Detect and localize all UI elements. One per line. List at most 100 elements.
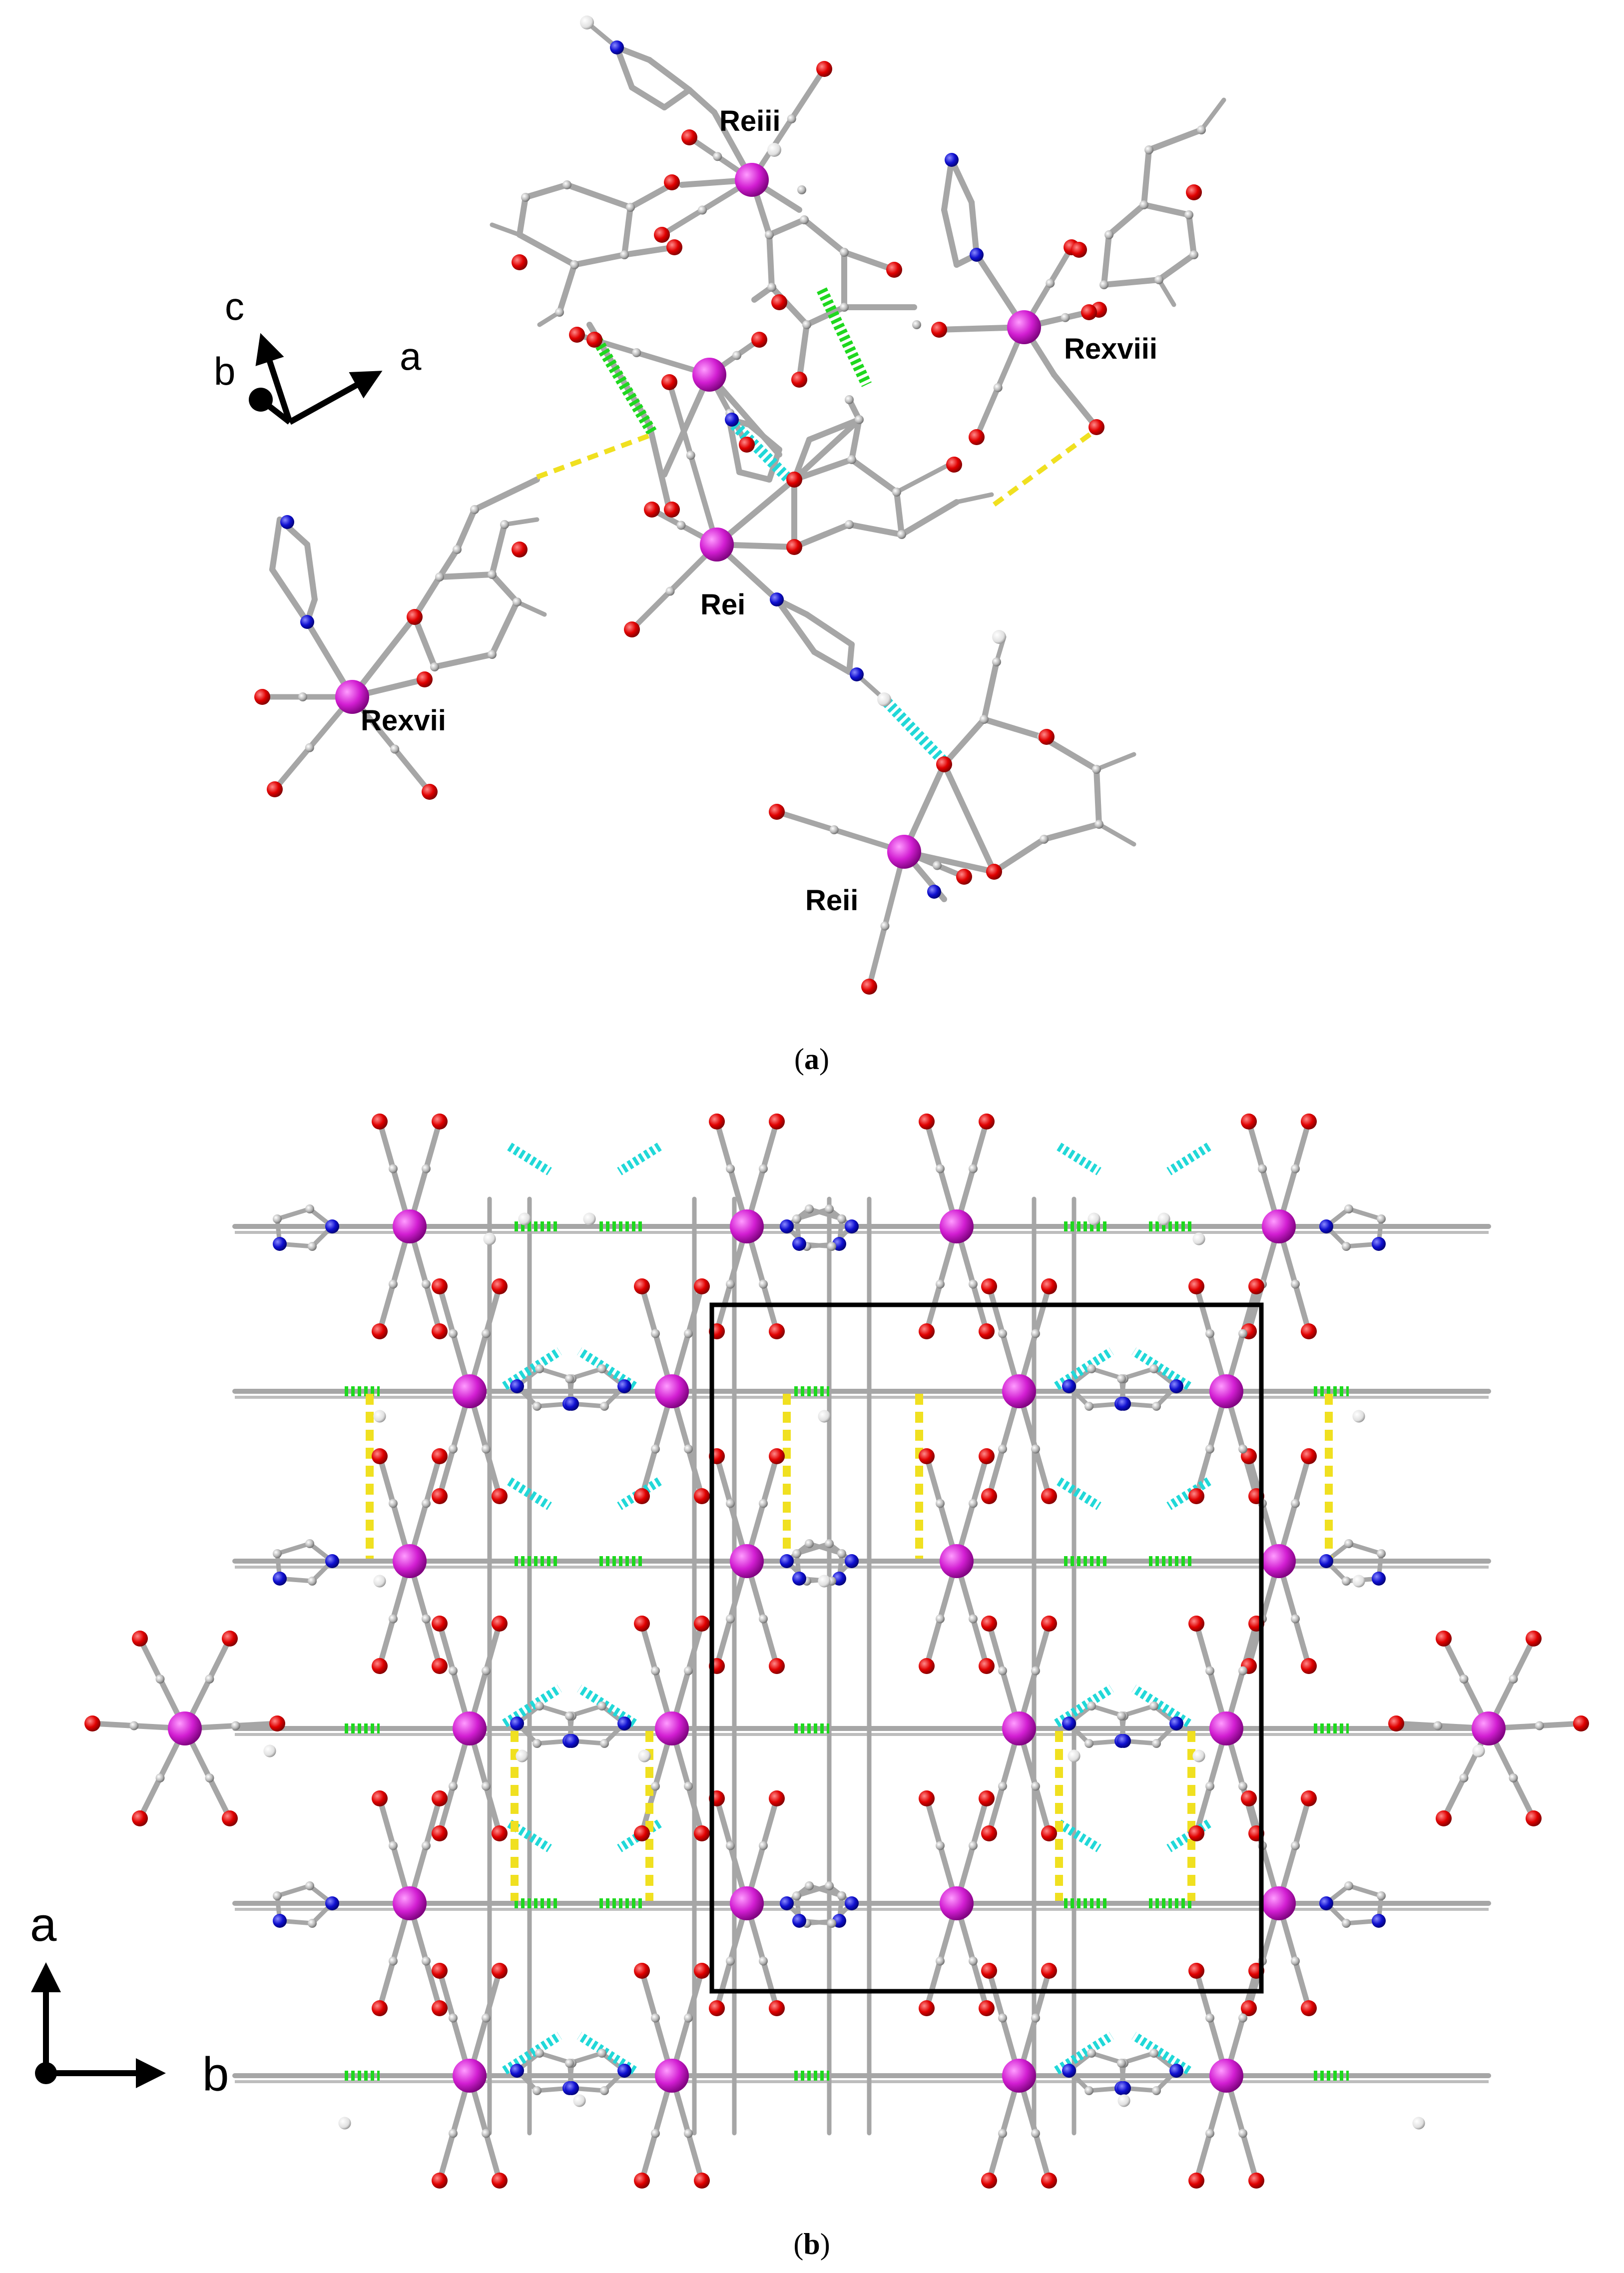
bond [794,1541,832,1556]
bond [407,1223,443,1334]
carbon-atom [759,1499,768,1508]
bond [1223,1968,1259,2079]
carbon-atom [805,1539,814,1548]
carbon-atom [597,1702,606,1710]
oxygen-atom [1071,242,1087,258]
carbon-atom [1152,1739,1161,1748]
panel-a: c b a Reiii Rexviii Rei Rexvii Reii (a) [214,15,1226,1076]
oxygen-atom [1436,1810,1452,1826]
carbon-atom [1205,1329,1214,1338]
carbon-atom [620,250,629,259]
oxygen-atom [919,1323,935,1339]
carbon-atom [305,1881,314,1890]
carbon-atom [969,1614,978,1624]
bond [669,1388,705,1499]
hydrogen-atom [573,2094,586,2107]
oxygen-atom [956,869,972,885]
carbon-atom [1205,1781,1214,1791]
bond [437,1283,473,1394]
carbon-atom [389,1279,398,1289]
oxygen-atom [1301,2000,1317,2016]
bond [1156,252,1197,283]
carbon-atom [1459,1675,1469,1684]
oxygen-atom [694,1488,710,1504]
unit-cell-box [709,1302,1264,1994]
oxygen-atom [267,781,283,797]
panel-b-bonds [89,1119,1584,2184]
nitrogen-atom [845,1219,859,1233]
nitrogen-atom [325,1896,339,1910]
carbon-atom [308,1242,317,1251]
carbon-atom [797,185,806,194]
carbon-atom [513,597,522,606]
carbon-atom [686,451,695,460]
oxygen-atom [694,2173,710,2189]
rhenium-atom [453,1711,487,1745]
panel-a-axis-triad: c b a [214,284,422,425]
a-axis-label-b: a [30,1898,57,1951]
oxygen-atom [492,1963,508,1979]
oxygen-atom [769,1658,785,1674]
cyan-hydrogen-bond [577,2032,637,2075]
carbon-atom [305,1539,314,1548]
oxygen-atom [222,1810,238,1826]
bond [794,1206,832,1221]
carbon-atom [969,1956,978,1966]
oxygen-atom [432,1658,448,1674]
carbon-atom [1149,2049,1158,2058]
oxygen-atom [969,429,985,445]
cyan-hydrogen-bond [1166,1477,1211,1510]
carbon-atom [453,545,462,554]
nitrogen-atom [565,1397,579,1411]
oxygen-atom [664,174,680,190]
nitrogen-atom [780,1896,794,1910]
rhenium-atom [1262,1544,1296,1578]
oxygen-atom [1388,1715,1404,1731]
carbon-atom [936,1164,945,1173]
hydrogen-atom [818,1410,831,1423]
rhenium-atom [453,2059,487,2093]
bond [1094,752,1136,772]
carbon-atom [759,1614,768,1624]
bond [1096,822,1136,847]
bond [744,1453,780,1564]
cyan-hydrogen-bond [1054,2032,1114,2075]
carbon-atom [726,1164,735,1173]
oxygen-atom [569,327,585,343]
carbon-atom [155,1773,165,1782]
nitrogen-atom [617,1379,631,1393]
carbon-atom [482,1666,491,1676]
bond [849,417,862,463]
bond [1051,372,1099,430]
panel-b-atoms [84,1114,1589,2189]
carbon-atom [1046,279,1055,288]
oxygen-atom [981,1488,997,1504]
carbon-atom [1197,125,1206,134]
carbon-atom [933,861,942,870]
carbon-atom [1342,1242,1351,1251]
oxygen-atom [694,1278,710,1294]
bond [467,1283,503,1394]
bond [432,651,495,670]
carbon-atom [535,1702,544,1710]
hydrogen-atom [767,143,781,157]
bond [614,44,635,90]
oxygen-atom [422,784,438,800]
bond [1276,1453,1312,1564]
nitrogen-atom [273,1914,287,1928]
oxygen-atom [1188,1278,1204,1294]
nitrogen-atom [1319,1219,1333,1233]
oxygen-atom [1241,2000,1257,2016]
oxygen-atom [492,1488,508,1504]
oxygen-atom [786,472,802,488]
yellow-hydrogen-bond [536,432,653,480]
carbon-atom [998,2129,1007,2138]
carbon-atom [390,744,400,754]
bond [639,1283,675,1394]
carbon-atom [684,1666,693,1676]
bond [349,694,433,795]
oxygen-atom [1188,2173,1204,2189]
bond [954,1223,990,1334]
bond [941,716,987,767]
